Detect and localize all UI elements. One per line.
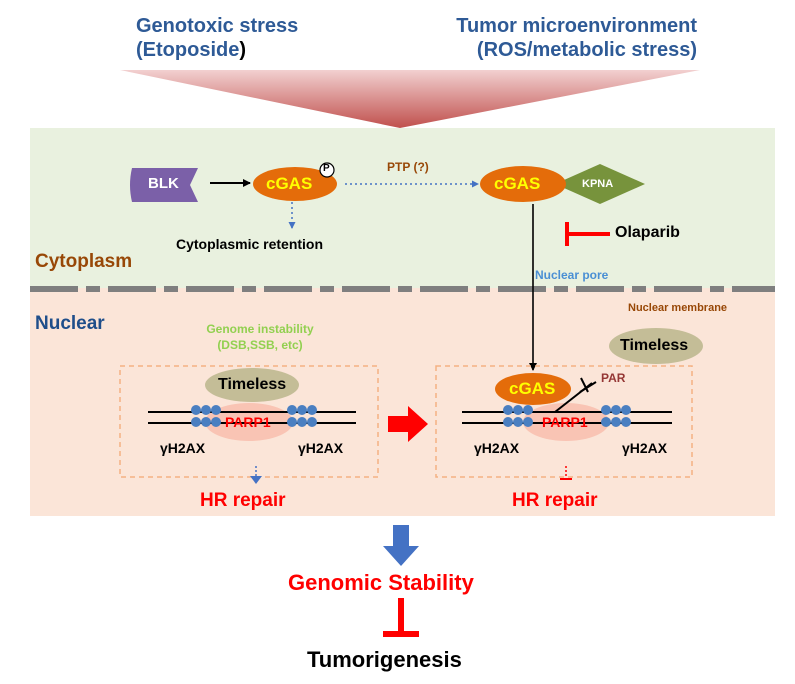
- tumor-microenvironment-label: Tumor microenvironment (ROS/metabolic st…: [456, 14, 697, 62]
- genotoxic-stress-title: Genotoxic stress: [136, 15, 299, 37]
- histone-cluster-left-b: [287, 405, 317, 427]
- cgas-label-right: cGAS: [494, 174, 541, 193]
- genome-instability-types: (DSB,SSB, etc): [217, 338, 303, 352]
- genome-instability-title: Genome instability: [206, 322, 314, 336]
- olaparib-label: Olaparib: [615, 224, 680, 241]
- timeless-node-nucleus: [609, 328, 703, 364]
- kpna-label: KPNA: [582, 178, 614, 190]
- stress-triangle: [120, 70, 700, 128]
- phospho-circle: [319, 162, 335, 178]
- tumor-microenvironment-title: Tumor microenvironment: [456, 15, 697, 37]
- blk-node: [130, 168, 198, 202]
- genomic-stability-label: Genomic Stability: [288, 570, 474, 595]
- par-label: PAR: [601, 371, 626, 385]
- histone-cluster-left-a: [191, 405, 221, 427]
- histone-cluster-right-b: [601, 405, 631, 427]
- histone-cluster-right-a: [503, 405, 533, 427]
- ptp-label: PTP (?): [387, 160, 429, 174]
- h2ax-label-left-b: γH2AX: [298, 440, 344, 456]
- genome-instability-label: Genome instability (DSB,SSB, etc): [194, 321, 326, 353]
- kpna-node: [555, 164, 645, 204]
- cgas-node-nucleus: [495, 373, 571, 405]
- h2ax-label-right-a: γH2AX: [474, 440, 520, 456]
- left-repair-box: [119, 365, 379, 478]
- timeless-node-left: [205, 368, 299, 402]
- cgas-label-left: cGAS: [266, 174, 313, 193]
- nucleus-region: [30, 288, 775, 516]
- genotoxic-open-paren: (: [136, 39, 143, 61]
- hr-repair-left-arrowhead: [250, 476, 262, 484]
- blue-down-arrow: [383, 525, 419, 566]
- parp1-label-left: PARP1: [225, 414, 271, 430]
- nuclear-pore-label: Nuclear pore: [535, 268, 609, 282]
- hr-repair-label-left: HR repair: [200, 490, 286, 511]
- par-chain: [579, 381, 597, 393]
- hr-repair-label-right: HR repair: [512, 490, 598, 511]
- cytoplasmic-retention-label: Cytoplasmic retention: [176, 236, 324, 252]
- h2ax-label-left-a: γH2AX: [160, 440, 206, 456]
- ros-metabolic-stress: (ROS/metabolic stress): [476, 39, 697, 61]
- nuclear-label: Nuclear: [35, 313, 105, 334]
- cytoplasm-label: Cytoplasm: [35, 251, 133, 272]
- etoposide-label: Etoposide: [142, 39, 240, 61]
- genotoxic-stress-label: Genotoxic stress (Etoposide): [136, 14, 298, 62]
- genotoxic-close-paren: ): [239, 39, 247, 61]
- big-red-arrow: [388, 406, 428, 442]
- par-chain-tick: [580, 377, 589, 393]
- h2ax-label-right-b: γH2AX: [622, 440, 668, 456]
- nuclear-membrane-label: Nuclear membrane: [628, 302, 728, 314]
- parp1-label-right: PARP1: [542, 414, 588, 430]
- cgas-label-nucleus: cGAS: [509, 379, 556, 398]
- timeless-label-nucleus: Timeless: [620, 337, 689, 354]
- cgas-node-cytoplasm-left: [253, 167, 337, 201]
- tumorigenesis-label: Tumorigenesis: [307, 647, 462, 672]
- blk-label: BLK: [148, 175, 179, 192]
- timeless-label-left: Timeless: [218, 376, 287, 393]
- cytoplasm-region: [30, 128, 775, 288]
- cgas-node-cytoplasm-right: [480, 166, 566, 202]
- phospho-label: P: [323, 163, 330, 174]
- right-repair-box: [435, 365, 693, 478]
